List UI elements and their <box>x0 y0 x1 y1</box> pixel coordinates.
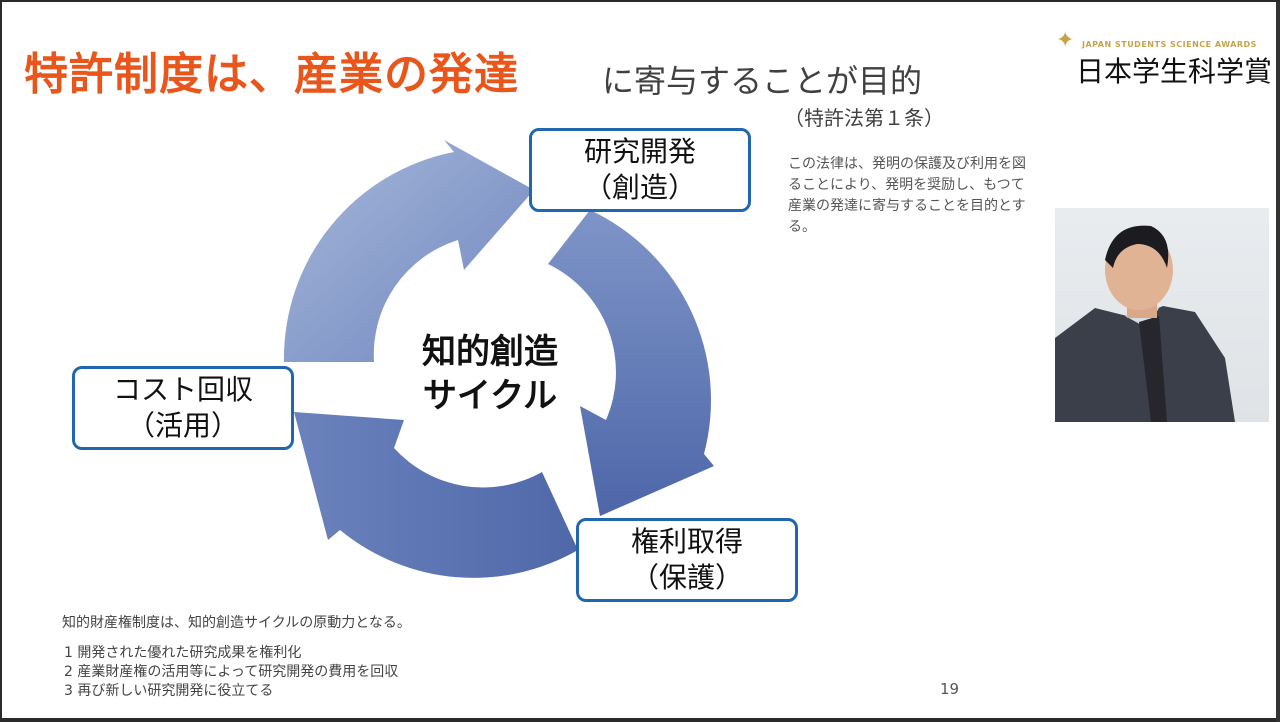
box-cost-line1: コスト回収 <box>112 373 253 406</box>
list-item: 3 再び新しい研究開発に役立てる <box>64 683 274 699</box>
list-item: 2 産業財産権の活用等によって研究開発の費用を回収 <box>64 664 399 680</box>
box-research-line1: 研究開発 <box>583 135 696 168</box>
logo-japanese-text: 日本学生科学賞 <box>1076 55 1273 88</box>
cycle-diagram <box>283 140 714 578</box>
box-research-line2: （創造） <box>583 171 696 204</box>
speaker-figure <box>1055 225 1235 422</box>
list-item: 1 開発された優れた研究成果を権利化 <box>64 645 302 661</box>
law-reference: （特許法第１条） <box>784 106 944 130</box>
slide-subtitle: に寄与することが目的 <box>602 62 923 100</box>
cycle-arrow-use <box>294 412 578 578</box>
box-cost: コスト回収 （活用） <box>72 366 294 450</box>
award-logo: ✦ JAPAN STUDENTS SCIENCE AWARDS 日本学生科学賞 <box>1054 26 1272 88</box>
star-icon: ✦ <box>1056 28 1075 53</box>
footer-list: 1 開発された優れた研究成果を権利化 2 産業財産権の活用等によって研究開発の費… <box>64 644 398 701</box>
law-article-text: この法律は、発明の保護及び利用を図ることにより、発明を奨励し、もつて産業の発達に… <box>788 156 1026 235</box>
box-rights-line2: （保護） <box>630 561 743 594</box>
footer-lead: 知的財産権制度は、知的創造サイクルの原動力となる。 <box>62 615 411 631</box>
slide-title: 特許制度は、産業の発達 <box>24 49 519 100</box>
cycle-center-line2: サイクル <box>422 376 558 416</box>
cycle-arrow-protect <box>548 210 714 516</box>
cycle-center-line1: 知的創造 <box>422 332 558 372</box>
box-rights: 権利取得 （保護） <box>576 518 798 602</box>
edge-strip <box>1276 2 1280 722</box>
speaker-video <box>1055 208 1269 422</box>
logo-english-text: JAPAN STUDENTS SCIENCE AWARDS <box>1082 40 1257 49</box>
cycle-center-label: 知的創造 サイクル <box>400 330 580 418</box>
page-number: 19 <box>940 680 960 698</box>
box-research: 研究開発 （創造） <box>529 128 751 212</box>
box-cost-line2: （活用） <box>126 409 239 442</box>
cycle-arrow-create <box>283 140 534 362</box>
box-rights-line1: 権利取得 <box>630 525 743 558</box>
